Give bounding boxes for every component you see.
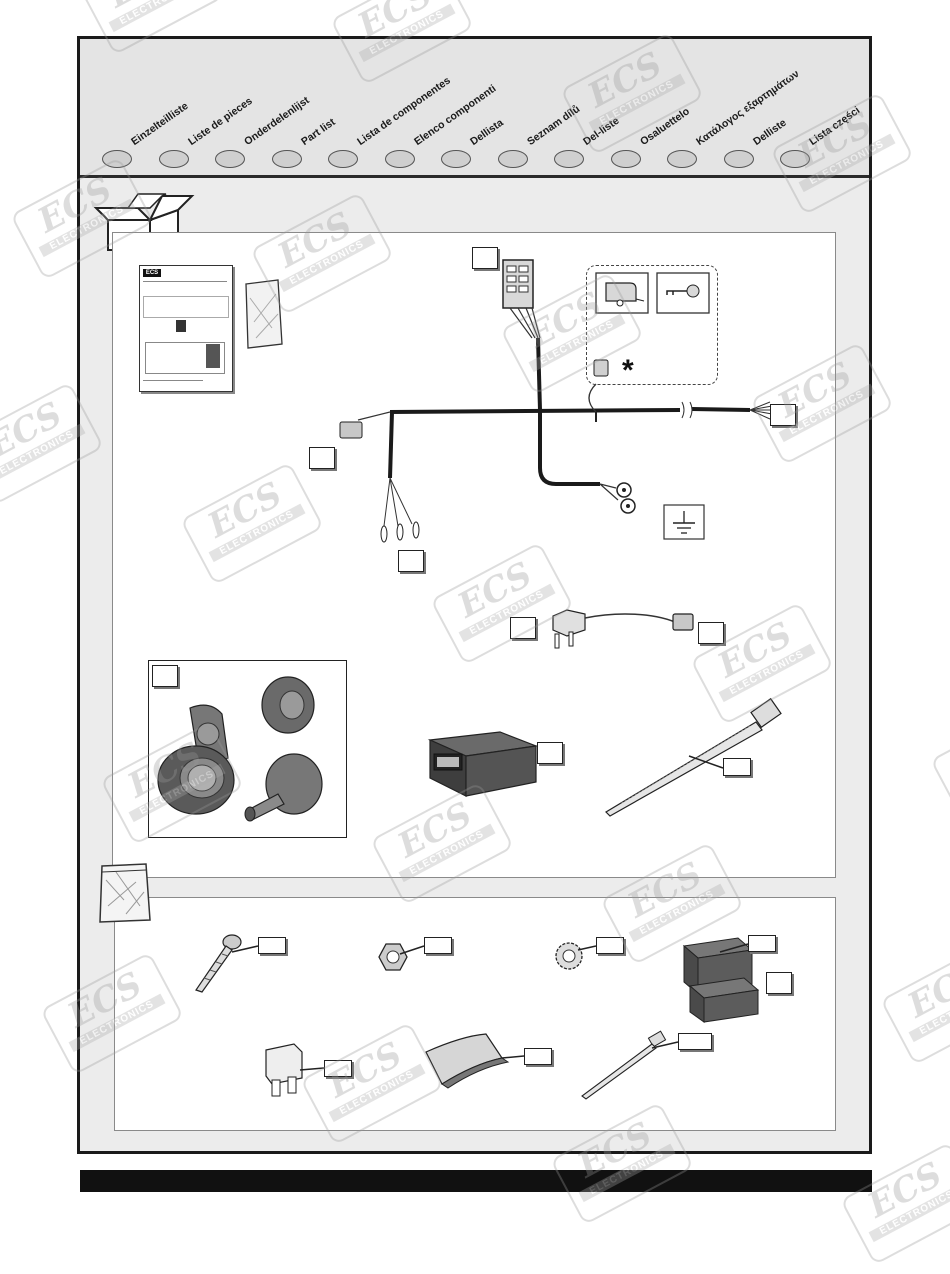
part-label (596, 937, 624, 954)
part-label (766, 972, 792, 994)
part-label (510, 617, 536, 639)
fuse-adapter-cable (552, 609, 694, 649)
ground-icon (663, 504, 705, 540)
language-checkbox[interactable] (215, 150, 245, 168)
part-label (537, 742, 563, 764)
language-checkbox[interactable] (667, 150, 697, 168)
language-checkbox[interactable] (780, 150, 810, 168)
part-label (309, 447, 335, 469)
part-label (524, 1048, 552, 1065)
language-checkbox[interactable] (554, 150, 584, 168)
part-label (258, 937, 286, 954)
language-checkbox[interactable] (610, 150, 641, 168)
control-module (427, 731, 539, 797)
lock-washer (555, 942, 583, 970)
leader-lines (231, 755, 749, 1071)
language-checkbox[interactable] (102, 150, 132, 168)
language-checkbox[interactable] (441, 150, 471, 168)
manual-logo: ECS (143, 269, 161, 277)
language-checkbox[interactable] (497, 150, 528, 168)
connector-blocks (682, 937, 760, 1023)
socket-cover (244, 753, 323, 822)
plastic-bag-icon (245, 279, 283, 349)
optional-asterisk: * (622, 354, 634, 387)
blade-fuse (265, 1043, 303, 1097)
insulating-tape (425, 1033, 510, 1089)
option-box (586, 265, 718, 385)
part-label (324, 1060, 352, 1077)
header-divider (80, 175, 869, 178)
language-checkbox[interactable] (328, 150, 358, 168)
screw (195, 934, 242, 993)
language-checkbox[interactable] (723, 150, 754, 168)
part-label (698, 622, 724, 644)
trailer-socket (157, 704, 235, 815)
part-label (424, 937, 452, 954)
rubber-seal (261, 676, 315, 734)
language-checkbox[interactable] (384, 150, 415, 168)
part-label (723, 758, 751, 776)
caravan-icon (595, 272, 649, 314)
wiring-harness (339, 259, 773, 543)
language-checkbox[interactable] (271, 150, 302, 168)
part-label (472, 247, 498, 269)
harness-connector (502, 259, 534, 309)
part-label (748, 935, 776, 952)
footer-bar (80, 1170, 872, 1192)
cable-tie (605, 697, 782, 817)
nut (378, 943, 408, 971)
part-label (678, 1033, 712, 1050)
language-checkbox[interactable] (158, 150, 189, 168)
key-icon (656, 272, 710, 314)
instruction-manual: ECS (139, 265, 233, 392)
part-label (398, 550, 424, 572)
part-label (770, 404, 796, 426)
parts-bag-icon (99, 863, 151, 923)
part-label (152, 665, 178, 687)
